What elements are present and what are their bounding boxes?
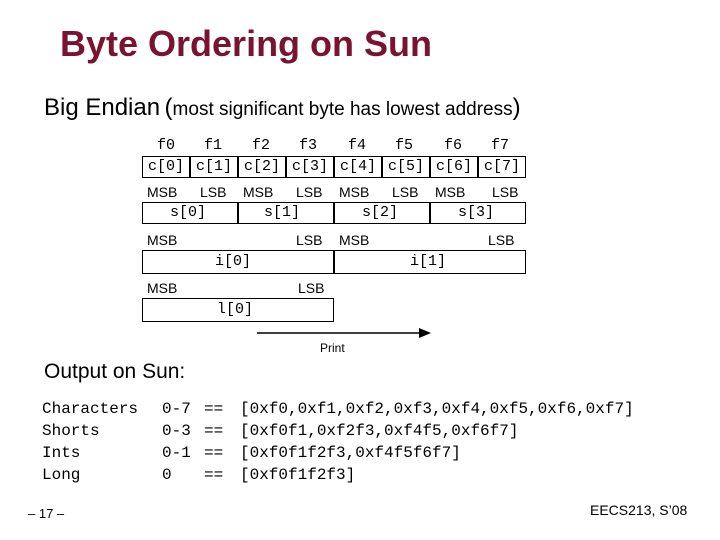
output-values: [0xf0f1,0xf2f3,0xf4f5,0xf6f7] bbox=[240, 422, 519, 440]
short-box bbox=[238, 202, 334, 224]
short-label: s[2] bbox=[361, 204, 400, 221]
print-arrow-icon bbox=[257, 328, 431, 338]
short-label: s[3] bbox=[457, 204, 496, 221]
short-label: s[0] bbox=[169, 204, 208, 221]
subtitle-main: Big Endian bbox=[44, 94, 161, 121]
output-range: 0-3 bbox=[162, 422, 191, 440]
subtitle-note: most significant byte has lowest address bbox=[172, 99, 513, 120]
lsb-label: LSB bbox=[200, 184, 227, 200]
char-cell: c[1] bbox=[190, 156, 238, 178]
msb-label: MSB bbox=[435, 184, 466, 200]
lsb-label: LSB bbox=[296, 184, 323, 200]
hex-value: f2 bbox=[252, 137, 271, 154]
msb-label: MSB bbox=[339, 232, 370, 248]
hex-value: f0 bbox=[157, 137, 176, 154]
output-range: 0-7 bbox=[162, 400, 191, 418]
long-box bbox=[142, 298, 334, 322]
output-type: Characters bbox=[42, 400, 139, 418]
output-type: Shorts bbox=[42, 422, 100, 440]
char-cell: c[5] bbox=[382, 156, 430, 178]
int-box bbox=[334, 250, 526, 274]
char-cell: c[3] bbox=[286, 156, 334, 178]
short-box bbox=[142, 202, 238, 224]
output-values: [0xf0f1f2f3] bbox=[240, 466, 356, 484]
hex-value: f1 bbox=[204, 137, 223, 154]
page-number: – 17 – bbox=[28, 506, 65, 521]
lsb-label: LSB bbox=[488, 232, 515, 248]
int-label: i[1] bbox=[409, 253, 448, 270]
msb-label: MSB bbox=[243, 184, 274, 200]
short-label: s[1] bbox=[263, 204, 302, 221]
output-eq: == bbox=[204, 422, 224, 440]
print-label: Print bbox=[320, 341, 345, 355]
output-eq: == bbox=[204, 444, 224, 462]
page-title: Byte Ordering on Sun bbox=[60, 23, 433, 64]
hex-value: f4 bbox=[348, 137, 367, 154]
short-box bbox=[430, 202, 526, 224]
lsb-label: LSB bbox=[296, 232, 323, 248]
lsb-label: LSB bbox=[492, 184, 519, 200]
long-label: l[0] bbox=[216, 301, 255, 318]
output-values: [0xf0f1f2f3,0xf4f5f6f7] bbox=[240, 444, 461, 462]
int-box bbox=[142, 250, 334, 274]
char-cell: c[6] bbox=[430, 156, 478, 178]
msb-label: MSB bbox=[339, 184, 370, 200]
subtitle-open-paren: ( bbox=[164, 94, 173, 121]
char-cell: c[4] bbox=[334, 156, 382, 178]
lsb-label: LSB bbox=[392, 184, 419, 200]
subtitle: Big Endian (most significant byte has lo… bbox=[44, 94, 521, 125]
output-range: 0 bbox=[162, 466, 172, 484]
output-range: 0-1 bbox=[162, 444, 191, 462]
msb-label: MSB bbox=[147, 280, 178, 296]
hex-value: f7 bbox=[491, 137, 510, 154]
hex-value: f5 bbox=[395, 137, 414, 154]
lsb-label: LSB bbox=[298, 280, 325, 296]
int-label: i[0] bbox=[214, 253, 253, 270]
msb-label: MSB bbox=[147, 184, 178, 200]
output-heading: Output on Sun: bbox=[44, 360, 186, 383]
output-eq: == bbox=[204, 400, 224, 418]
output-type: Long bbox=[42, 466, 81, 484]
subtitle-close-paren: ) bbox=[512, 94, 521, 121]
char-cell: c[2] bbox=[238, 156, 286, 178]
msb-label: MSB bbox=[147, 232, 178, 248]
char-cell: c[7] bbox=[478, 156, 526, 178]
hex-value: f6 bbox=[444, 137, 463, 154]
output-values: [0xf0,0xf1,0xf2,0xf3,0xf4,0xf5,0xf6,0xf7… bbox=[240, 400, 634, 418]
course-label: EECS213, S’08 bbox=[590, 502, 688, 518]
output-type: Ints bbox=[42, 444, 81, 462]
char-cell: c[0] bbox=[142, 156, 190, 178]
output-eq: == bbox=[204, 466, 224, 484]
short-box bbox=[334, 202, 430, 224]
hex-value: f3 bbox=[299, 137, 318, 154]
